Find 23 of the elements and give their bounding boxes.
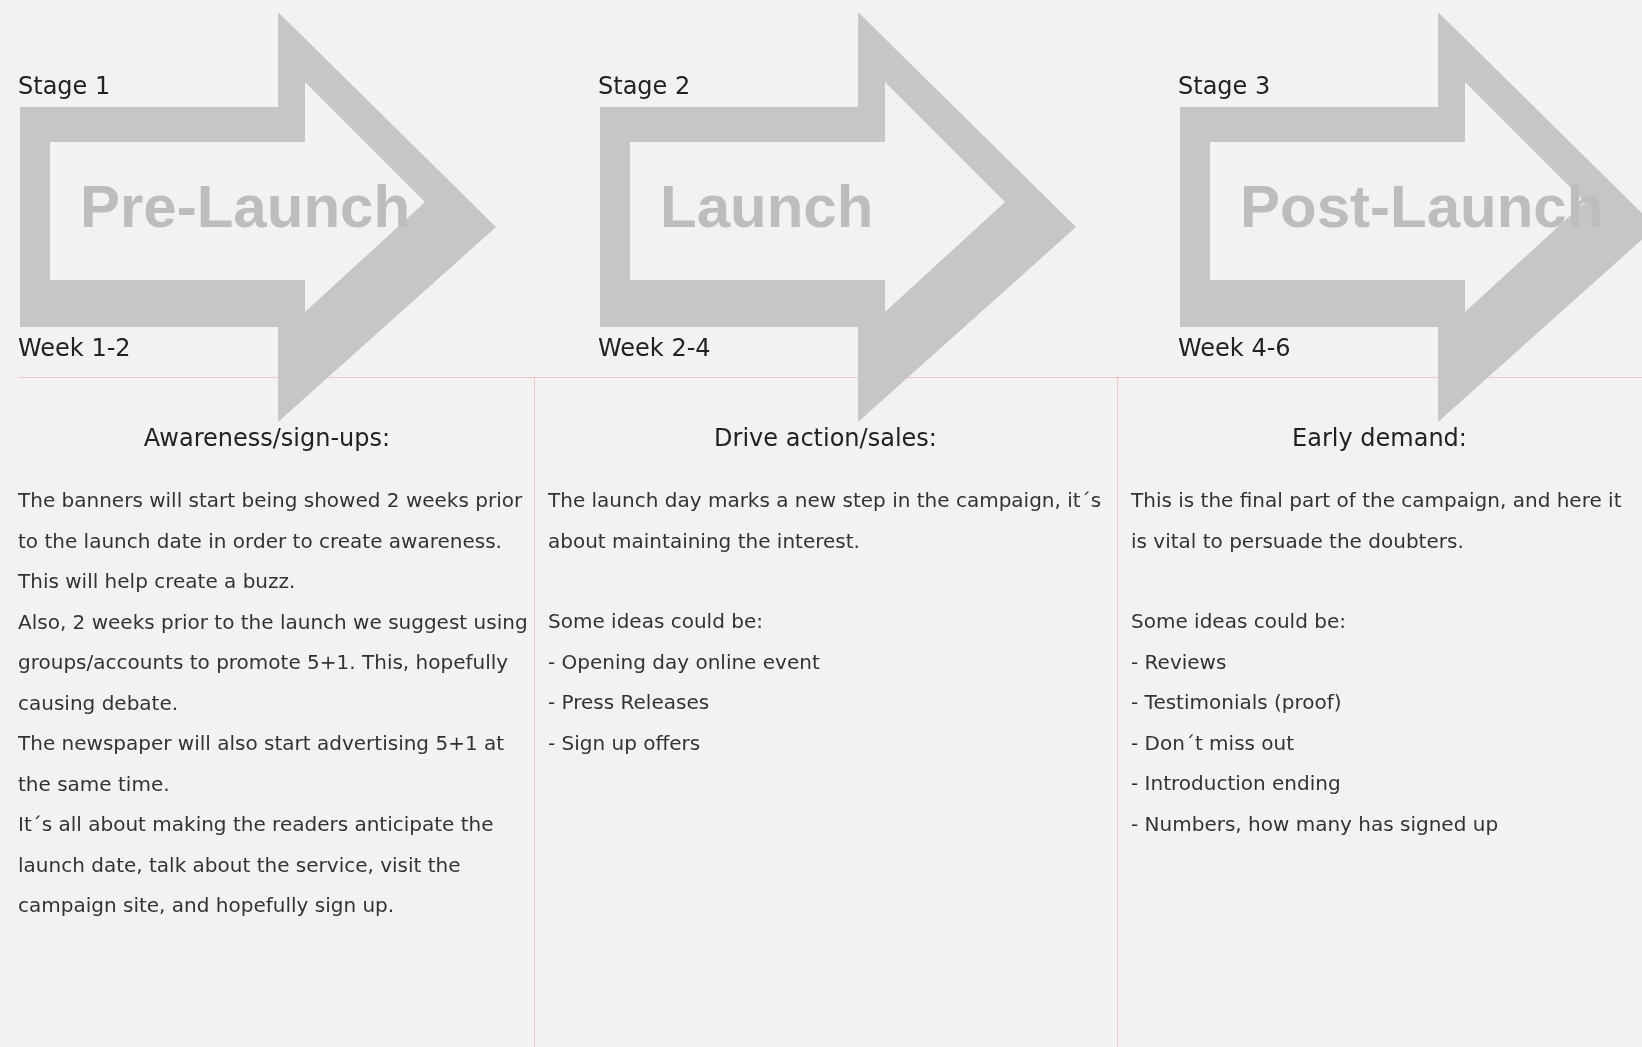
body-text: Some ideas could be: xyxy=(548,608,764,635)
stage-label: Stage 3 xyxy=(1178,71,1271,102)
stage-arrow xyxy=(1180,12,1642,422)
body-text: - Testimonials (proof) xyxy=(1131,689,1343,716)
body-text: - Reviews xyxy=(1131,648,1228,676)
stage-label: Stage 1 xyxy=(18,71,111,102)
body-text: - Sign up offers xyxy=(548,729,702,757)
body-text: - Don´t miss out xyxy=(1131,729,1296,757)
body-text: This is the final part of the campaign, and here it is vital to persuade the doubters. xyxy=(1131,487,1623,555)
body-text: - Press Releases xyxy=(548,689,711,716)
body-text: The banners will start being showed 2 weeks prior to the launch date in order to create awareness. This will help create a buzz. xyxy=(18,487,524,595)
body-text: Also, 2 weeks prior to the launch we suggest using groups/accounts to promote 5+1. This, hopefully causing debate. xyxy=(18,608,529,717)
body-text: The newspaper will also start advertising 5+1 at the same time. xyxy=(18,730,506,798)
stage-label: Stage 2 xyxy=(598,71,691,102)
body-text: Some ideas could be: xyxy=(1131,608,1347,635)
column-heading: Drive action/sales: xyxy=(713,423,938,454)
body-text: - Introduction ending xyxy=(1131,770,1342,797)
column-heading: Early demand: xyxy=(1291,423,1468,454)
body-text: The launch day marks a new step in the campaign, it´s about maintaining the interest. xyxy=(548,487,1103,555)
column-heading: Awareness/sign-ups: xyxy=(142,423,392,454)
body-text: It´s all about making the readers anticipate the launch date, talk about the service, visit the campaign site, and hopefully sign up. xyxy=(18,811,495,919)
body-text: - Opening day online event xyxy=(548,648,821,676)
body-text: - Numbers, how many has signed up xyxy=(1131,810,1500,838)
